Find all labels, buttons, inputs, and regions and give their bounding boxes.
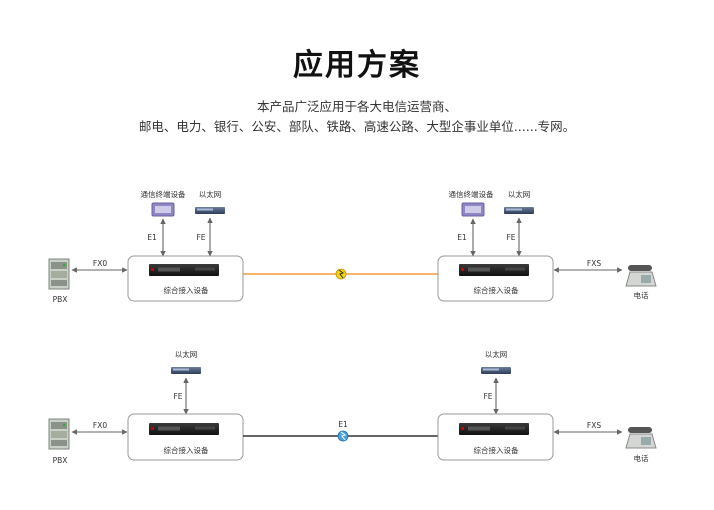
link-lightning-icon — [337, 430, 349, 442]
pbx-icon — [48, 418, 70, 450]
telephone-icon — [625, 427, 657, 449]
e1-port-label: E1 — [147, 233, 157, 242]
terminal-device-label: 通信终端设备 — [141, 189, 186, 199]
link-lightning-icon — [335, 268, 347, 280]
access-device-label: 综合接入设备 — [474, 445, 519, 455]
fe-port-label: FE — [483, 392, 492, 401]
ethernet-switch-icon — [504, 207, 534, 214]
subtitle-line-1: 本产品广泛应用于各大电信运营商、 — [256, 99, 457, 114]
ethernet-switch-icon — [171, 367, 201, 374]
communication-terminal-icon — [151, 202, 175, 217]
ethernet-label: 以太网 — [175, 349, 198, 359]
fe-port-label: FE — [506, 233, 515, 242]
communication-terminal-icon — [461, 202, 485, 217]
diagram-1: 通信终端设备 以太网 E1 FE 综合接入设备 PBX FX0 — [48, 189, 657, 304]
e1-port-label: E1 — [457, 233, 467, 242]
fxo-label: FX0 — [93, 421, 107, 430]
ethernet-switch-icon — [481, 367, 511, 374]
ethernet-switch-icon — [195, 207, 225, 214]
fe-port-label: FE — [173, 392, 182, 401]
subtitle-line-2: 邮电、电力、银行、公安、部队、铁路、高速公路、大型企事业单位......专网。 — [138, 119, 576, 134]
access-device-label: 综合接入设备 — [164, 445, 209, 455]
fe-port-label: FE — [196, 233, 205, 242]
rack-device-icon — [459, 423, 529, 435]
access-device-label: 综合接入设备 — [164, 285, 209, 295]
pbx-label: PBX — [53, 456, 68, 465]
rack-device-icon — [149, 423, 219, 435]
fxs-label: FXS — [587, 421, 601, 430]
terminal-device-label: 通信终端设备 — [449, 189, 494, 199]
ethernet-label: 以太网 — [199, 189, 222, 199]
phone-label: 电话 — [634, 453, 649, 463]
rack-device-icon — [149, 264, 219, 276]
phone-label: 电话 — [634, 290, 649, 300]
access-device-label: 综合接入设备 — [474, 285, 519, 295]
rack-device-icon — [459, 264, 529, 276]
fxs-label: FXS — [587, 259, 601, 268]
pbx-label: PBX — [53, 295, 68, 304]
pbx-icon — [48, 258, 70, 290]
e1-link-label: E1 — [338, 420, 348, 429]
fxo-label: FX0 — [93, 259, 107, 268]
ethernet-label: 以太网 — [508, 189, 531, 199]
page-title: 应用方案 — [293, 48, 421, 83]
ethernet-label: 以太网 — [485, 349, 508, 359]
telephone-icon — [625, 265, 657, 287]
diagram-2: 以太网 FE 综合接入设备 PBX FX0 E1 — [48, 349, 657, 465]
